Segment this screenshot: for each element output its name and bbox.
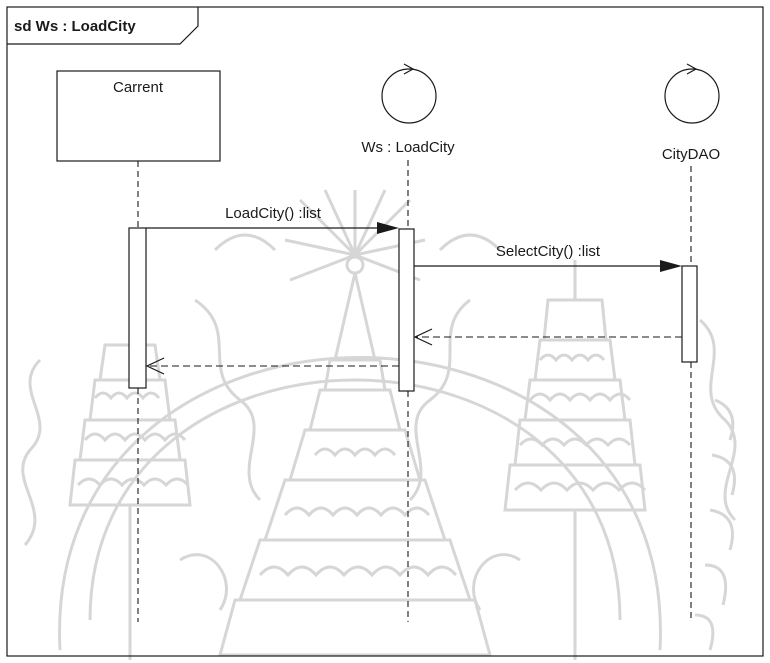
activation-bar-ws (399, 229, 414, 391)
frame-label: sd Ws : LoadCity (14, 18, 136, 35)
message-selectcity: SelectCity() :list (414, 243, 682, 272)
filled-arrowhead-icon (660, 260, 682, 272)
control-icon (382, 64, 436, 123)
message-label-selectcity: SelectCity() :list (496, 243, 601, 260)
lifeline-ws: Ws : LoadCity (361, 64, 455, 622)
message-label-loadcity: LoadCity() :list (225, 205, 322, 222)
lifeline-name-citydao: CityDAO (662, 146, 720, 163)
lifeline-name-ws: Ws : LoadCity (361, 139, 455, 156)
return-message-citydao-to-ws (415, 329, 682, 345)
control-icon (665, 64, 719, 123)
lifeline-citydao: CityDAO (662, 64, 720, 622)
activation-bar-citydao (682, 266, 697, 362)
lifeline-name-carrent: Carrent (113, 79, 164, 96)
message-loadcity: LoadCity() :list (146, 205, 399, 234)
lifeline-carrent: Carrent (57, 71, 220, 622)
activation-bar-carrent (129, 228, 146, 388)
